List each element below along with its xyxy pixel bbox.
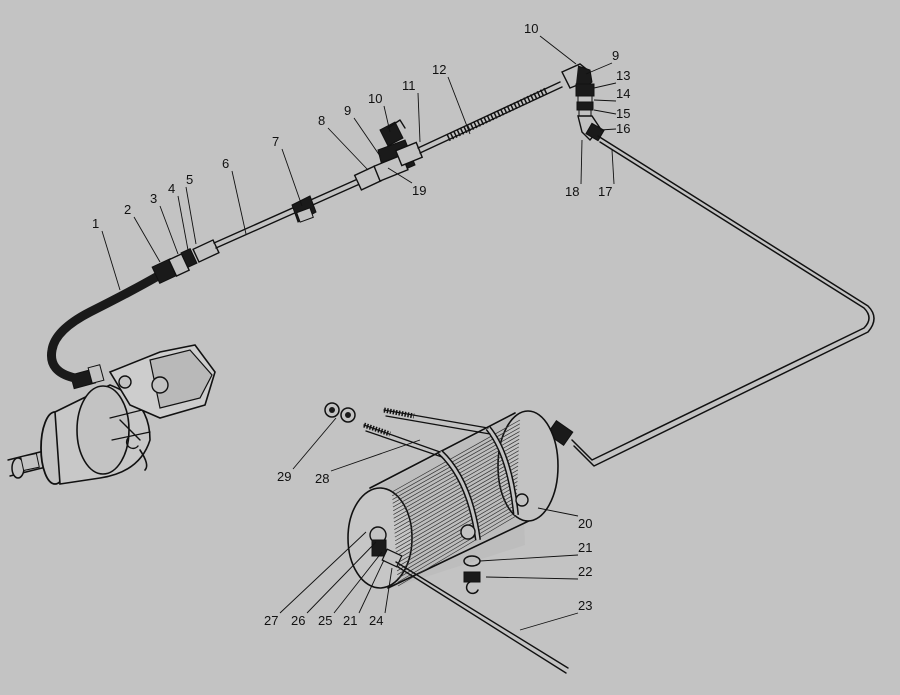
tank-rib bbox=[397, 511, 517, 583]
nuts bbox=[324, 402, 356, 423]
part-label-l2: 2 bbox=[124, 202, 131, 217]
tank-rib bbox=[395, 484, 518, 557]
leader-line bbox=[358, 559, 385, 614]
part-label-l10b: 10 bbox=[524, 21, 538, 36]
part-label-l19: 19 bbox=[412, 183, 426, 198]
part-label-l9a: 9 bbox=[344, 103, 351, 118]
tee-fitting bbox=[373, 119, 424, 182]
tank-rib bbox=[397, 515, 517, 587]
tank-rib bbox=[394, 461, 519, 534]
leader-line bbox=[479, 554, 579, 562]
part-label-l21a: 21 bbox=[578, 540, 592, 555]
leader-line bbox=[333, 551, 383, 614]
leader-line bbox=[185, 186, 197, 245]
part-label-l27: 27 bbox=[264, 613, 278, 628]
leader-line bbox=[279, 531, 367, 614]
leader-line bbox=[353, 117, 381, 157]
tank-rib bbox=[396, 496, 517, 568]
part-label-l4: 4 bbox=[168, 181, 175, 196]
part-label-l1: 1 bbox=[92, 216, 99, 231]
part-label-l16: 16 bbox=[616, 121, 630, 136]
part-label-l23: 23 bbox=[578, 598, 592, 613]
hose-fittings bbox=[151, 239, 220, 285]
leader-line bbox=[519, 612, 579, 631]
part-label-l7: 7 bbox=[272, 134, 279, 149]
part-label-l5: 5 bbox=[186, 172, 193, 187]
tank-rib bbox=[392, 423, 521, 497]
part-label-l29: 29 bbox=[277, 469, 291, 484]
part-label-l14: 14 bbox=[616, 86, 630, 101]
part-label-l6: 6 bbox=[222, 156, 229, 171]
leader-line bbox=[593, 109, 617, 115]
pipe-clamp bbox=[291, 195, 317, 223]
leader-line bbox=[593, 82, 617, 89]
leader-line bbox=[593, 99, 617, 102]
part-label-l9b: 9 bbox=[612, 48, 619, 63]
tank-rib bbox=[393, 446, 520, 519]
leader-line bbox=[177, 195, 189, 251]
air-tank bbox=[347, 407, 559, 590]
tank-rib bbox=[393, 442, 520, 515]
leader-line bbox=[447, 76, 471, 135]
upper-right-fittings bbox=[561, 63, 605, 142]
tank-rib bbox=[393, 450, 519, 523]
leader-line bbox=[231, 170, 247, 235]
leader-line bbox=[292, 417, 337, 470]
part-label-l12: 12 bbox=[432, 62, 446, 77]
part-label-l22: 22 bbox=[578, 564, 592, 579]
leader-line bbox=[387, 167, 413, 184]
compressor bbox=[7, 344, 216, 485]
part-label-l24: 24 bbox=[369, 613, 383, 628]
tank-rib bbox=[396, 492, 518, 564]
tank-rib bbox=[397, 504, 517, 576]
tank-rib bbox=[397, 508, 517, 579]
part-label-l13: 13 bbox=[616, 68, 630, 83]
tank-rib bbox=[396, 488, 518, 560]
part-label-l8: 8 bbox=[318, 113, 325, 128]
tank-rib bbox=[393, 454, 519, 527]
leader-line bbox=[611, 149, 615, 185]
part-label-l10a: 10 bbox=[368, 91, 382, 106]
tank-rib bbox=[395, 473, 518, 545]
leader-line bbox=[485, 576, 579, 580]
part-label-l18: 18 bbox=[565, 184, 579, 199]
leader-line bbox=[580, 139, 583, 185]
leader-line bbox=[330, 439, 421, 472]
leader-line bbox=[306, 541, 377, 614]
leader-line bbox=[417, 92, 421, 143]
leader-line bbox=[539, 35, 577, 65]
leader-line bbox=[384, 567, 393, 614]
tank-rib bbox=[391, 419, 521, 493]
tank-rib bbox=[394, 469, 519, 542]
leader-line bbox=[585, 62, 613, 75]
part-label-l15: 15 bbox=[616, 106, 630, 121]
part-label-l17: 17 bbox=[598, 184, 612, 199]
part-label-l26: 26 bbox=[291, 613, 305, 628]
flexible-hose bbox=[47, 271, 163, 383]
part-label-l28: 28 bbox=[315, 471, 329, 486]
tank-rib bbox=[394, 458, 519, 530]
leader-line bbox=[159, 205, 179, 255]
part-label-l21b: 21 bbox=[343, 613, 357, 628]
spring-guard bbox=[446, 86, 550, 142]
leader-line bbox=[383, 105, 391, 133]
tank-rib bbox=[396, 500, 517, 572]
leader-line bbox=[599, 128, 617, 131]
tank-rib bbox=[395, 477, 518, 549]
part-label-l25: 25 bbox=[318, 613, 332, 628]
leader-line bbox=[101, 230, 121, 291]
leader-line bbox=[327, 127, 369, 171]
tank-rib bbox=[395, 481, 518, 553]
part-label-l11: 11 bbox=[402, 78, 416, 93]
leader-line bbox=[537, 507, 579, 517]
tank-rib bbox=[394, 465, 519, 538]
leader-line bbox=[281, 148, 303, 207]
leader-line bbox=[133, 216, 161, 263]
part-label-l3: 3 bbox=[150, 191, 157, 206]
part-label-l20: 20 bbox=[578, 516, 592, 531]
leader-lines bbox=[101, 35, 617, 631]
